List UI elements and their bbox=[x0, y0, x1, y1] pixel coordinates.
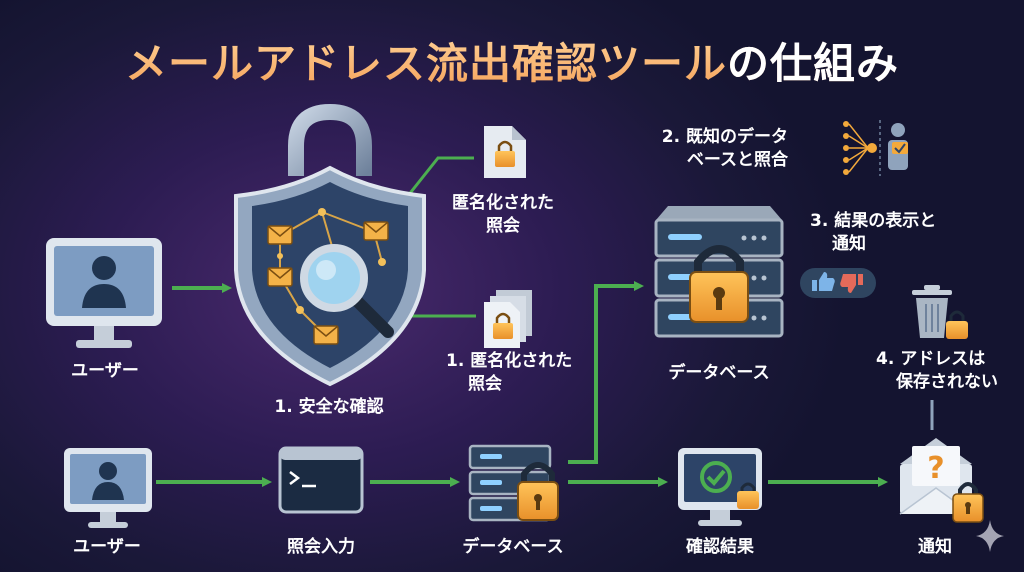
label-database-bottom: データベース bbox=[462, 537, 564, 557]
arrows bbox=[156, 281, 888, 487]
document-lock-icon-top bbox=[484, 126, 526, 178]
trash-lock-icon bbox=[912, 285, 968, 339]
sparkle-icon bbox=[976, 520, 1004, 552]
padlock-icon bbox=[689, 245, 749, 323]
data-match-icon bbox=[843, 120, 908, 176]
label-known-db: 2. 既知のデータベースと照合 bbox=[661, 127, 788, 170]
thumbs-up-icon bbox=[812, 272, 835, 291]
database-server-icon bbox=[654, 206, 784, 338]
notify-envelope-icon: ? bbox=[899, 438, 984, 523]
label-secure-check: 1. 安全な確認 bbox=[274, 397, 384, 417]
label-database-top: データベース bbox=[668, 363, 770, 383]
label-not-stored: 4. アドレスは保存されない bbox=[876, 349, 998, 392]
label-check-result: 確認結果 bbox=[686, 537, 754, 557]
terminal-icon bbox=[278, 446, 364, 514]
database-small-icon bbox=[468, 444, 559, 522]
thumbs-down-icon bbox=[840, 274, 863, 293]
label-query-input: 照会入力 bbox=[287, 537, 355, 557]
shield-icon bbox=[234, 103, 426, 387]
svg-text:?: ? bbox=[927, 451, 944, 486]
user-icon bbox=[92, 256, 116, 280]
label-show-notify: 3. 結果の表示と通知 bbox=[810, 211, 937, 254]
label-anon-query-mid: 1. 匿名化された照会 bbox=[446, 351, 573, 394]
user-monitor-top bbox=[46, 238, 162, 348]
label-notify: 通知 bbox=[918, 537, 952, 557]
label-anon-query-top: 匿名化された照会 bbox=[452, 193, 554, 236]
result-monitor-icon bbox=[678, 448, 762, 526]
feedback-icon bbox=[800, 268, 876, 298]
user-monitor-bottom bbox=[64, 448, 152, 528]
document-stack-lock-icon bbox=[484, 290, 532, 348]
magnifier-icon bbox=[300, 244, 394, 338]
page-title: メールアドレス流出確認ツールの仕組み bbox=[0, 30, 1024, 91]
check-icon bbox=[700, 461, 732, 493]
label-user-top: ユーザー bbox=[71, 361, 139, 381]
label-user-bottom: ユーザー bbox=[73, 537, 141, 557]
arrow-db-to-server bbox=[568, 281, 644, 464]
